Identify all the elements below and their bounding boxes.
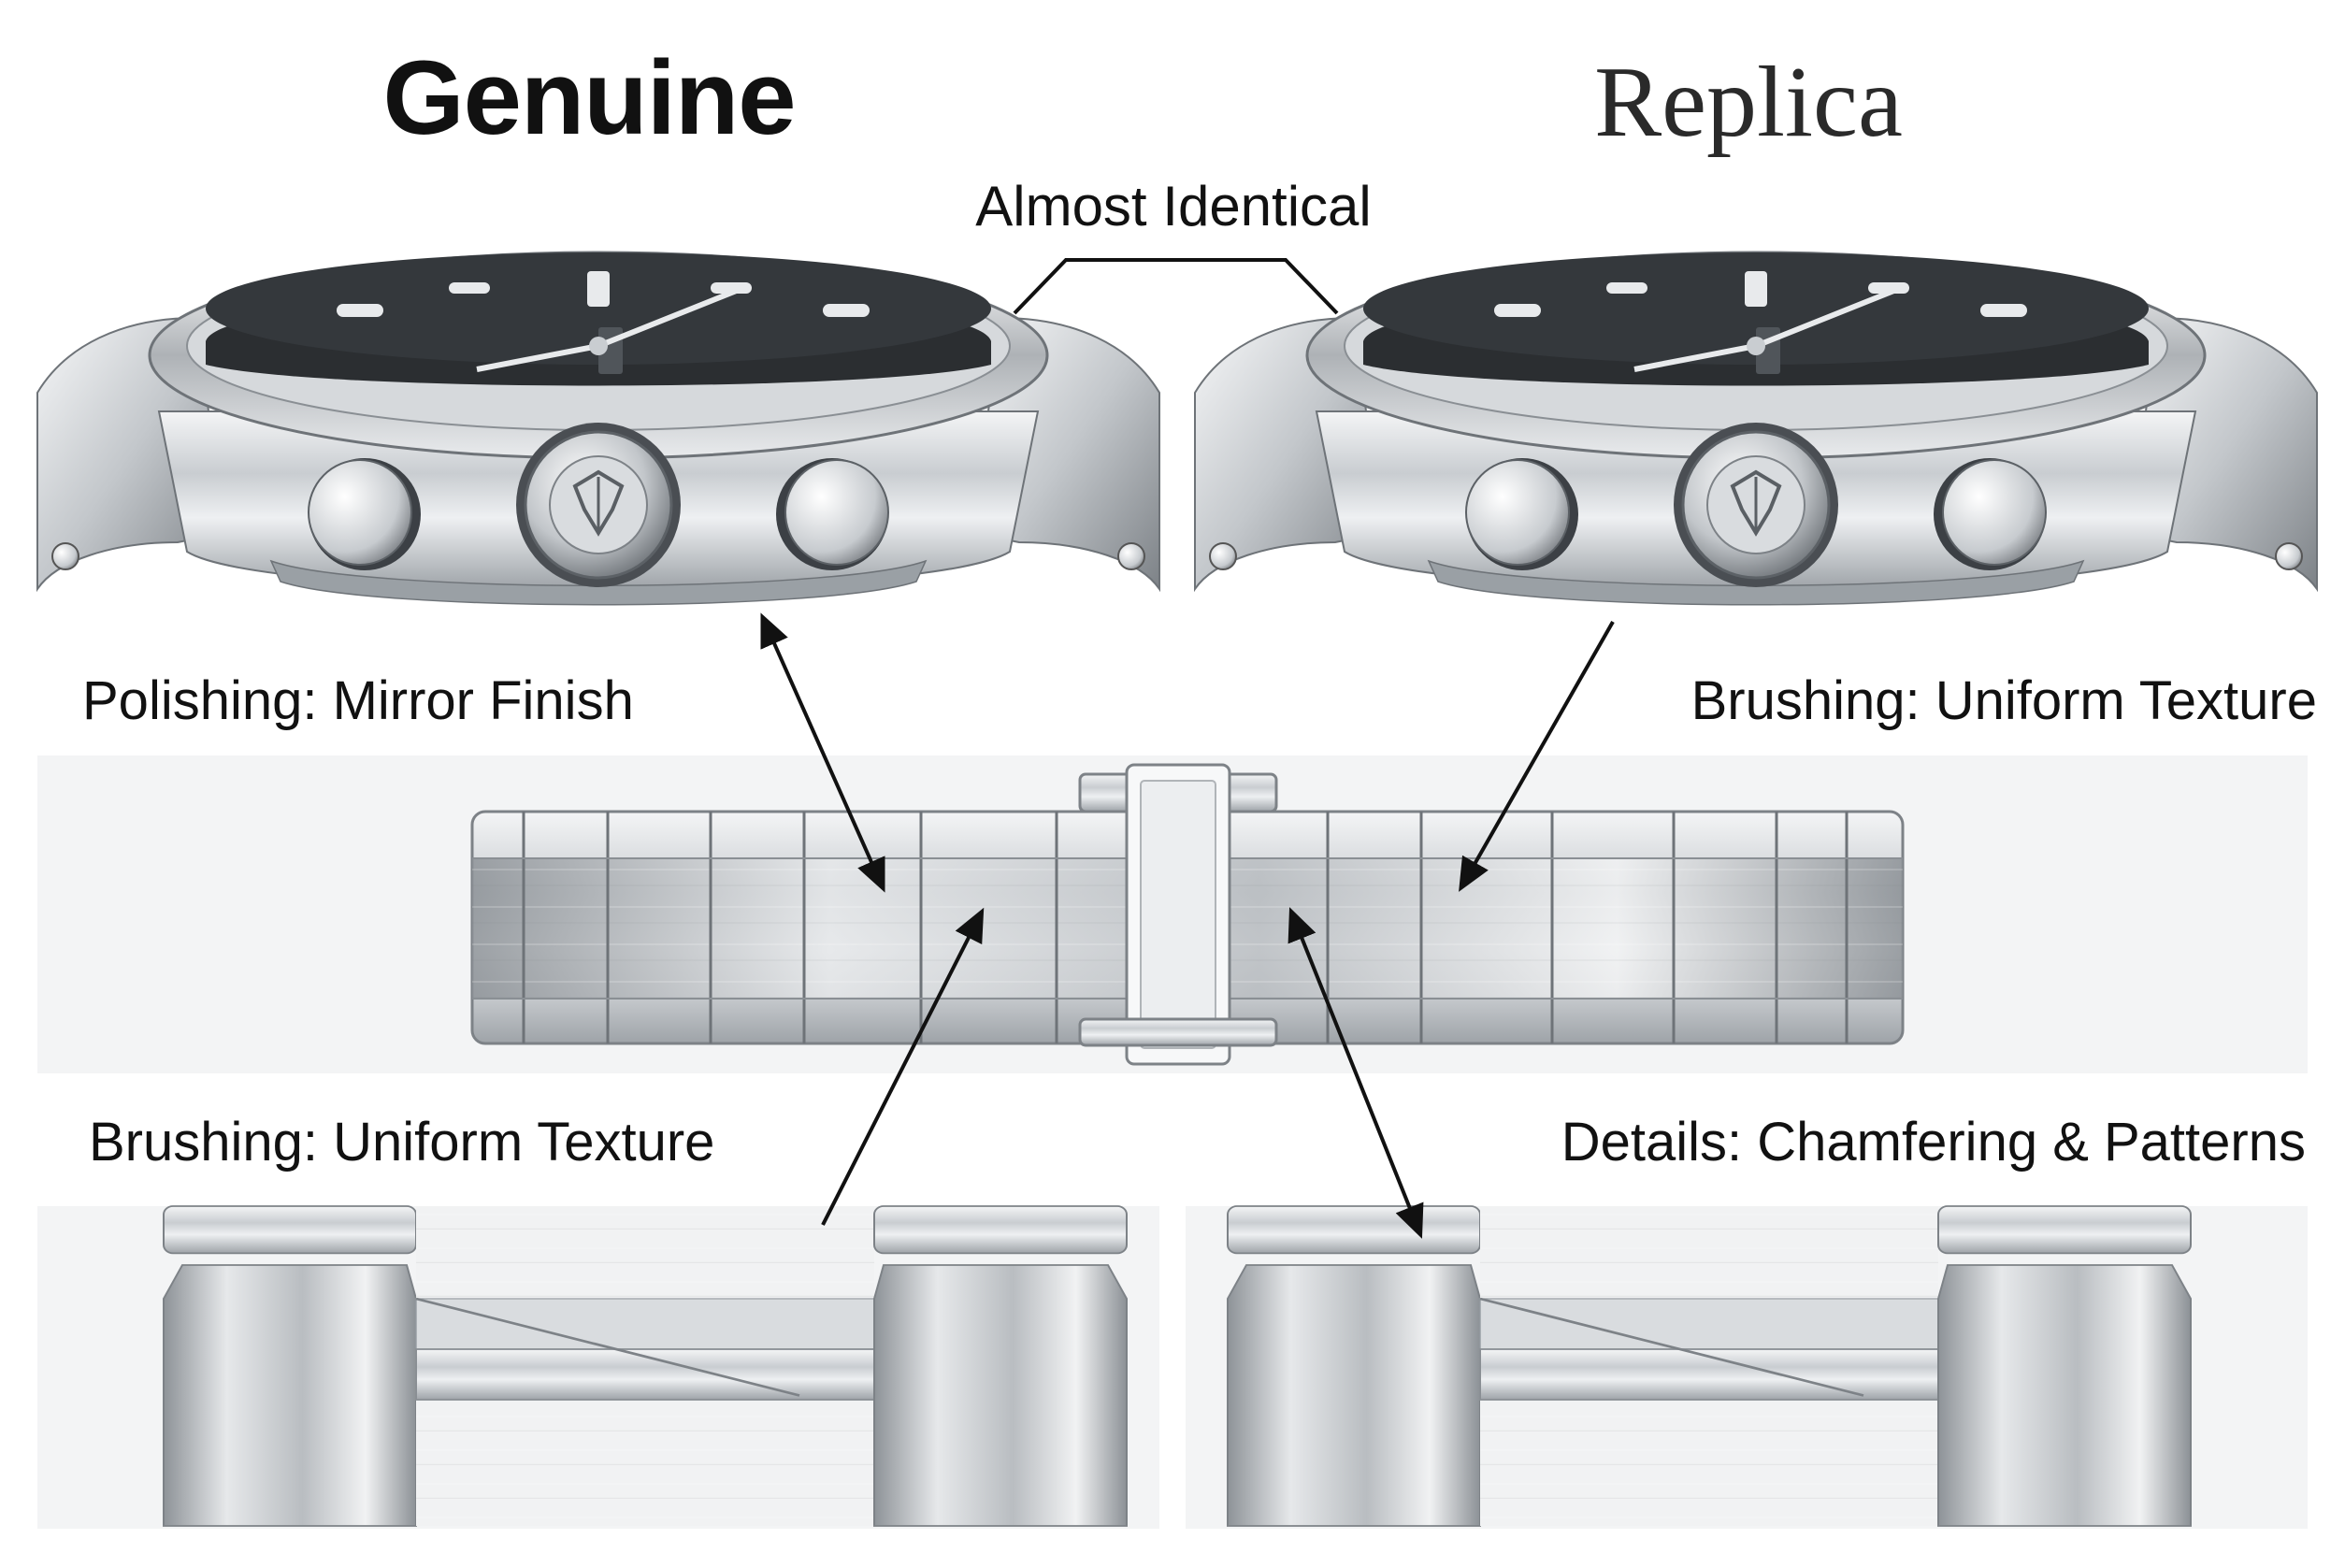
arrow-icon	[760, 612, 1615, 1239]
clasp-icon	[1078, 763, 1278, 1066]
title-genuine: Genuine	[382, 39, 796, 156]
callout-genuine-brushing: Brushing: Uniform Texture	[89, 1112, 715, 1172]
almost-identical-label: Almost Identical	[975, 175, 1372, 237]
replica-watch-case-icon	[1195, 252, 2317, 605]
genuine-watch-case-icon	[37, 252, 1159, 605]
callout-replica-details: Details: Chamfering & Patterns	[1561, 1112, 2306, 1172]
title-replica: Replica	[1594, 47, 1903, 158]
almost-identical-bracket	[1013, 258, 1339, 315]
callout-replica-brushing: Brushing: Uniform Texture	[1690, 670, 2317, 731]
callout-genuine-polishing: Polishing: Mirror Finish	[82, 670, 634, 731]
